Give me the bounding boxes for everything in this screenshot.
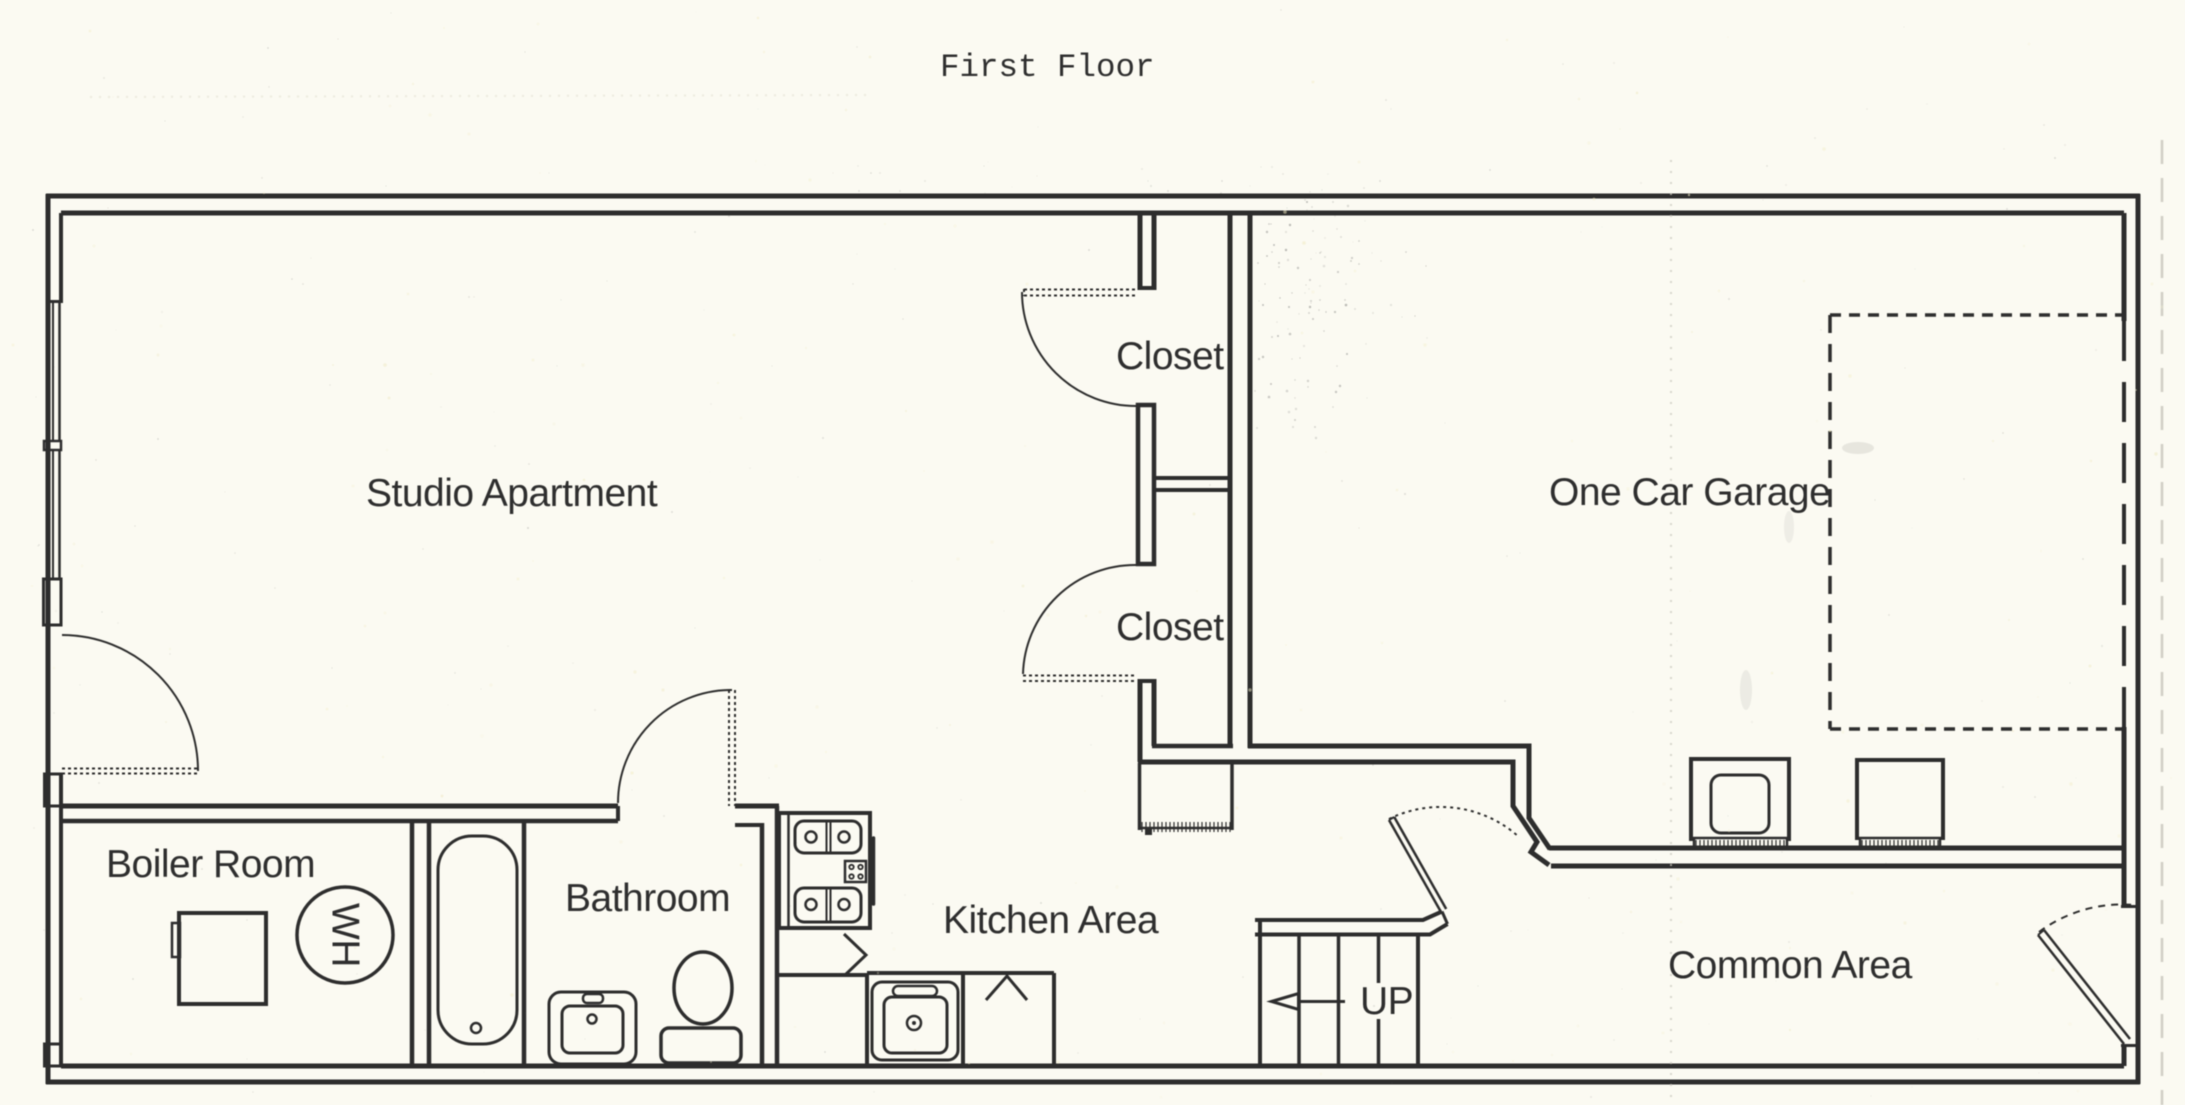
svg-text:Closet: Closet — [1116, 335, 1224, 378]
svg-text:First Floor: First Floor — [940, 49, 1155, 86]
svg-text:One Car Garage: One Car Garage — [1549, 471, 1830, 514]
svg-text:Closet: Closet — [1116, 606, 1224, 649]
svg-text:Boiler Room: Boiler Room — [106, 843, 315, 886]
svg-text:WH: WH — [324, 903, 367, 967]
svg-text:Studio Apartment: Studio Apartment — [366, 472, 658, 515]
svg-text:Common Area: Common Area — [1668, 944, 1913, 987]
svg-text:Bathroom: Bathroom — [565, 877, 730, 920]
svg-text:Kitchen Area: Kitchen Area — [943, 899, 1159, 942]
svg-text:UP: UP — [1360, 980, 1413, 1023]
